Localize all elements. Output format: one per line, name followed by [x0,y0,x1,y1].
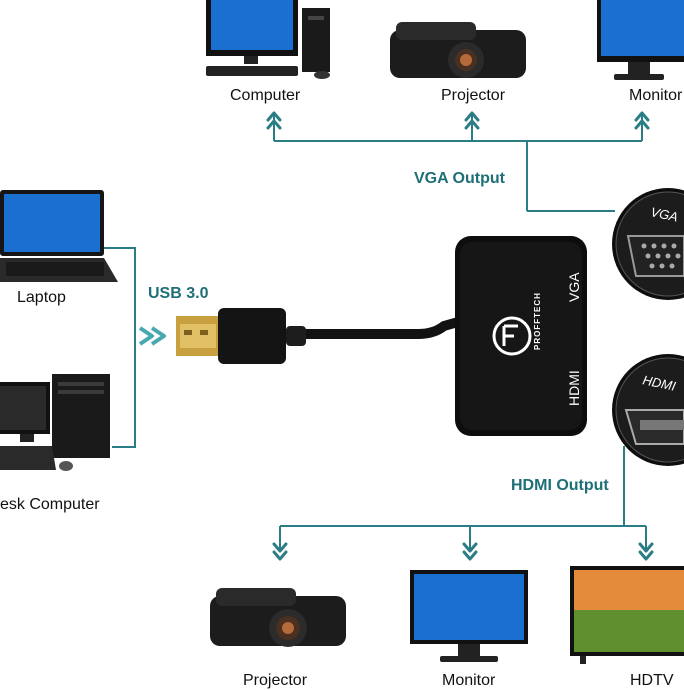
label-desk-computer: esk Computer [0,496,100,513]
computer-top-icon [206,0,330,79]
label-projector-top: Projector [441,87,506,104]
usb-label: USB 3.0 [148,285,209,302]
hdmi-port-callout [612,354,684,466]
adapter-brand: PROFFTECH [533,292,542,350]
label-hdtv: HDTV [630,672,674,689]
hdmi-arrow-icons [272,542,654,561]
monitor-top-icon [597,0,684,80]
vga-arrow-icons [266,111,650,130]
label-laptop: Laptop [17,289,66,306]
vga-port-callout [612,188,684,300]
label-monitor-bottom: Monitor [442,672,496,689]
adapter-port-vga-label: VGA [566,272,582,302]
hdmi-callout-label: HDMI [641,372,677,394]
laptop-icon [0,190,118,282]
adapter-port-hdmi-label: HDMI [566,370,582,406]
desk-computer-icon [0,374,110,471]
hdmi-output-lines [279,446,647,552]
label-monitor-top: Monitor [629,87,683,104]
vga-output-label: VGA Output [414,170,505,187]
label-computer-top: Computer [230,87,301,104]
vga-output-lines [273,114,643,212]
label-projector-bottom: Projector [243,672,308,689]
hdtv-icon [570,566,684,664]
usb-cable [176,308,463,364]
usb-arrow-icon [138,326,166,346]
monitor-bottom-icon [410,570,528,662]
vga-callout-label: VGA [649,204,679,224]
adapter-body [455,236,587,436]
hdmi-output-label: HDMI Output [511,477,609,494]
projector-bottom-icon [210,588,346,647]
usb-input-lines [104,247,136,448]
projector-top-icon [390,22,526,78]
